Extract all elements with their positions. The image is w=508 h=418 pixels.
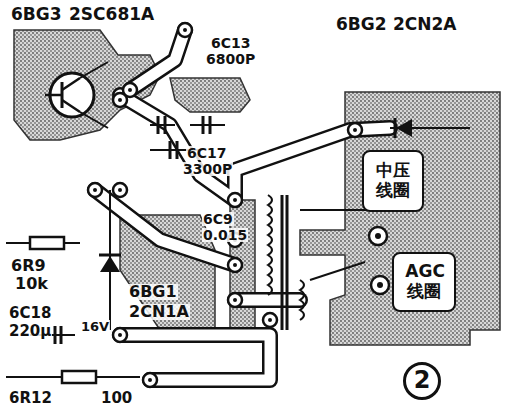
part-label: 100 (100, 391, 133, 406)
transistor-symbol (45, 62, 108, 128)
part-label: 6C18 (8, 306, 52, 321)
part-label: 2CN2A (392, 16, 458, 33)
node-text: 2 (414, 367, 431, 395)
copper-area (120, 215, 215, 330)
part-label: 6R12 (8, 391, 53, 406)
diode-symbol (390, 118, 470, 138)
capacitor-symbol (190, 116, 225, 134)
part-label: 6C13 (210, 36, 252, 50)
coil-label-box: 中压 线圈 (362, 150, 424, 212)
part-label: 2CN1A (128, 304, 190, 320)
coil-label-box: AGC 线圈 (392, 252, 456, 312)
resistor-symbol (6, 371, 140, 383)
node-text: 中压 线圈 (374, 161, 411, 200)
part-label: 3300P (182, 162, 233, 176)
transformer-symbol (268, 195, 370, 330)
part-label: 6BG3 (10, 6, 63, 23)
trace-outline (95, 30, 390, 380)
part-label: 6BG1 (128, 284, 178, 300)
part-label: 6BG2 (335, 16, 388, 33)
capacitor-symbol (150, 116, 175, 134)
part-label: 0.015 (202, 228, 248, 242)
pad-hole (93, 28, 383, 382)
part-label: 10k (14, 276, 49, 292)
part-label: 6C9 (202, 212, 234, 226)
copper-area (170, 78, 250, 112)
trace (95, 30, 390, 380)
part-label: 220μ (8, 324, 52, 339)
part-label: 6C17 (186, 146, 228, 160)
solder-pad (88, 23, 389, 387)
resistor-symbol (6, 237, 80, 249)
diode-symbol (99, 190, 121, 330)
figure-number: 2 (403, 362, 441, 400)
part-label: 2SC681A (68, 6, 155, 23)
part-label: 6800P (205, 52, 256, 66)
node-text: AGC 线圈 (405, 262, 442, 301)
part-label: 16V (80, 320, 110, 333)
part-label: 6R9 (10, 258, 47, 274)
